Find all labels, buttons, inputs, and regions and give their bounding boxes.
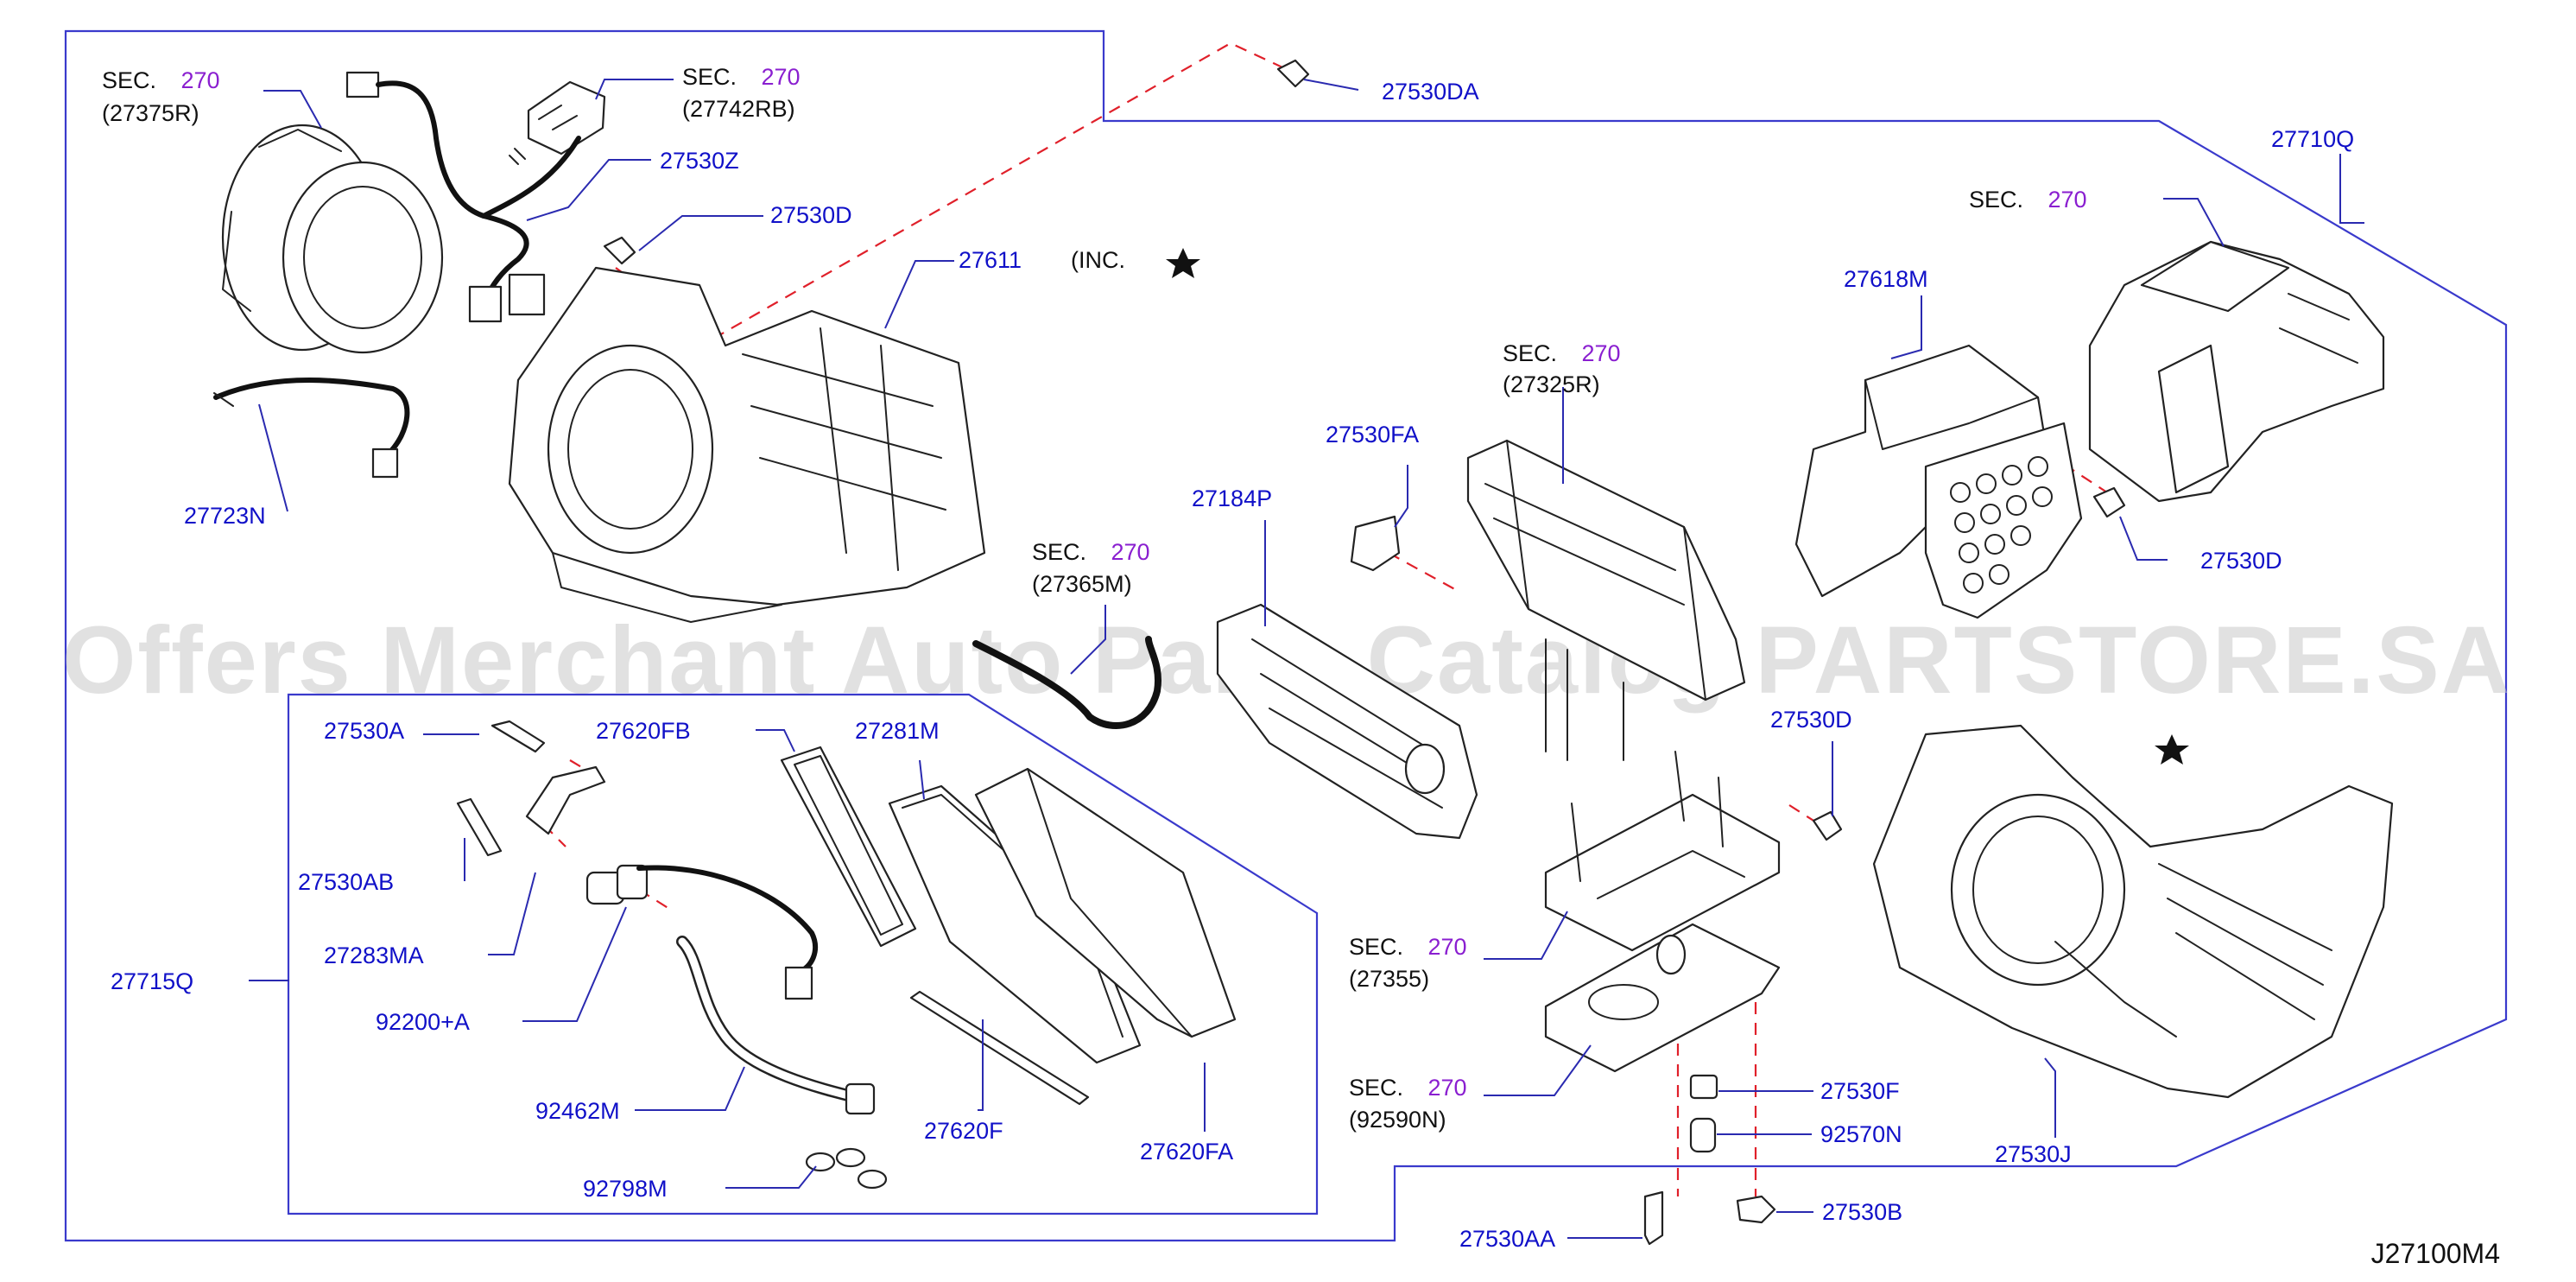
valve-wire-drawing — [585, 864, 818, 1000]
part-27530a: 27530A — [324, 718, 404, 744]
part-27715q: 27715Q — [111, 968, 193, 994]
part-92200a: 92200+A — [376, 1009, 470, 1035]
sec-ref-92590n-part: (92590N) — [1349, 1107, 1446, 1133]
part-27530d-a: 27530D — [770, 202, 852, 228]
evaporator-core-drawing — [1466, 439, 1746, 761]
part-27611: 27611 — [959, 247, 1022, 273]
sec-ref-duct: SEC. 270 — [1969, 187, 2087, 213]
star-icon — [1166, 248, 1200, 278]
diagram-code: J27100M4 — [2371, 1238, 2500, 1269]
mount-bracket-drawing — [1544, 751, 1781, 952]
sensor-wire-drawing — [213, 378, 410, 479]
pipe-drawing — [972, 636, 1161, 729]
part-27530da: 27530DA — [1382, 79, 1479, 105]
inner-frame — [287, 693, 1319, 1215]
star-marks — [1166, 248, 2189, 765]
part-27620f: 27620F — [924, 1118, 1003, 1144]
part-27184p: 27184P — [1192, 486, 1272, 511]
hose-92462m-drawing — [676, 936, 888, 1190]
leader-lines — [249, 79, 2364, 1239]
plate-drawing — [1544, 923, 1781, 1073]
part-27620fa: 27620FA — [1140, 1139, 1233, 1165]
clip-drawing — [1350, 515, 1401, 572]
sec-ref-27325r-part: (27325R) — [1503, 371, 1600, 397]
harness-drawing — [345, 71, 581, 323]
inc-note: (INC. — [1071, 247, 1125, 273]
part-27620fb: 27620FB — [596, 718, 691, 744]
sec-ref-27365m: SEC. 270 — [1032, 539, 1150, 565]
sec-ref-27355: SEC. 270 — [1349, 934, 1467, 960]
part-27723n: 27723N — [184, 503, 266, 529]
part-27281m: 27281M — [855, 718, 940, 744]
part-27710q: 27710Q — [2271, 126, 2354, 152]
sec-ref-27365m-part: (27365M) — [1032, 571, 1132, 597]
part-92798m: 92798M — [583, 1176, 668, 1202]
part-27530aa: 27530AA — [1459, 1226, 1555, 1252]
blower-housing-drawing — [508, 266, 986, 623]
duct-drawing — [2088, 240, 2385, 503]
outer-frame — [64, 29, 2508, 1242]
sec-ref-92590n: SEC. 270 — [1349, 1075, 1467, 1101]
bracket-drawing — [1794, 344, 2048, 598]
part-27530f: 27530F — [1820, 1078, 1900, 1104]
part-27530z: 27530Z — [660, 148, 739, 174]
part-27618m: 27618M — [1844, 266, 1928, 292]
part-92462m: 92462M — [535, 1098, 620, 1124]
sec-ref-27355-part: (27355) — [1349, 966, 1429, 992]
strip-27620f-drawing — [909, 990, 1090, 1106]
part-92570n: 92570N — [1820, 1121, 1902, 1147]
fastener-drawings — [1643, 1074, 1776, 1246]
rear-blower-housing-drawing — [1872, 724, 2394, 1099]
sec-ref-27375r-part: (27375R) — [102, 100, 199, 126]
sec-ref-27375r: SEC. 270 — [102, 67, 220, 93]
sec-ref-27325r: SEC. 270 — [1503, 340, 1621, 366]
sec-ref-27742rb: SEC. 270 — [682, 64, 801, 90]
star-icon — [2155, 734, 2189, 765]
part-27283ma: 27283MA — [324, 942, 424, 968]
filter-27620fa-drawing — [974, 767, 1237, 1038]
resistor-drawing — [527, 80, 606, 155]
heater-core-drawing — [1216, 603, 1478, 840]
part-27530j: 27530J — [1995, 1141, 2072, 1167]
part-27530d-b: 27530D — [2200, 548, 2282, 574]
part-27530ab: 27530AB — [298, 869, 394, 895]
blower-motor-drawing — [221, 124, 444, 354]
part-27530fa: 27530FA — [1326, 422, 1419, 447]
bracket-27283ma-drawing — [456, 720, 606, 857]
filter-grid-drawing — [1924, 422, 2083, 619]
part-27530b: 27530B — [1822, 1199, 1902, 1225]
filter-27620fb-drawing — [780, 746, 917, 948]
sec-ref-27742rb-part: (27742RB) — [682, 96, 795, 122]
screw-drawings — [603, 59, 2126, 841]
part-27530d-c: 27530D — [1770, 707, 1852, 733]
